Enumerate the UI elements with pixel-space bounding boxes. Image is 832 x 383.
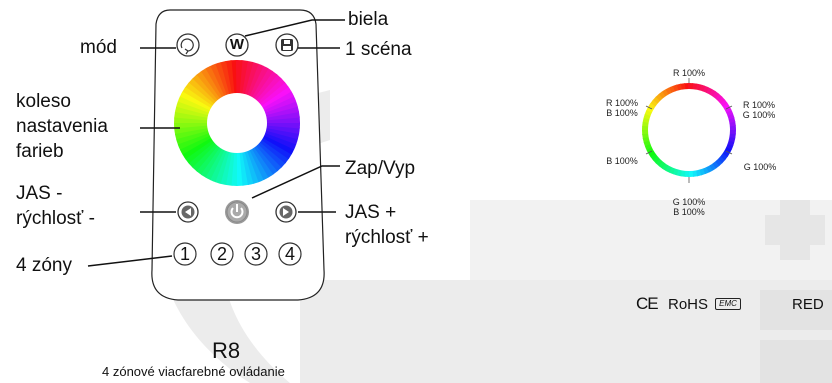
onoff-label: Zap/Vyp	[345, 158, 416, 179]
zone-3-button[interactable]	[244, 242, 268, 266]
zone-4-label: 4	[284, 244, 295, 264]
ring-label-top: R 100%	[672, 68, 706, 78]
white-button[interactable]	[225, 33, 249, 57]
mode-label: mód	[80, 37, 117, 58]
emc-mark-text: EMC	[719, 299, 737, 308]
jas-plus-label-line2: rýchlosť +	[345, 227, 429, 248]
brightness-up-button[interactable]	[275, 201, 297, 223]
ring-label-upper-right-2: G 100%	[742, 110, 776, 120]
zone-3-label: 3	[250, 244, 261, 264]
leader-lines	[87, 19, 345, 267]
brightness-down-button[interactable]	[177, 201, 199, 223]
mode-button[interactable]	[176, 33, 200, 57]
zone-2-button[interactable]	[210, 242, 234, 266]
scene-label: 1 scéna	[345, 39, 412, 60]
power-button[interactable]	[225, 200, 249, 224]
model-name: R8	[212, 338, 241, 363]
jas-minus-label-line1: JAS -	[16, 183, 63, 204]
zones-label: 4 zóny	[16, 255, 72, 276]
zone-1-label: 1	[179, 244, 190, 264]
jas-plus-label-line1: JAS +	[345, 202, 397, 223]
ring-label-upper-left-2: B 100%	[606, 108, 638, 118]
color-ring-diagram	[642, 78, 736, 183]
power-icon	[230, 207, 244, 219]
ring-label-upper-left-1: R 100%	[605, 98, 639, 108]
zone-1-button[interactable]	[173, 242, 197, 266]
wheel-label-line3: farieb	[16, 141, 64, 162]
zone-2-label: 2	[216, 244, 227, 264]
cycle-icon	[180, 38, 194, 55]
ring-label-upper-right-1: R 100%	[742, 100, 776, 110]
triangle-left-icon	[185, 208, 191, 216]
ring-label-left: B 100%	[606, 156, 638, 166]
ring-label-bottom-1: G 100%	[672, 197, 706, 207]
scene-button[interactable]	[275, 33, 299, 57]
red-mark: RED	[792, 296, 824, 313]
ce-mark: CE	[636, 294, 659, 313]
model-description: 4 zónové viacfarebné ovládanie	[102, 364, 285, 379]
ring-label-bottom-2: B 100%	[673, 207, 705, 217]
rohs-mark: RoHS	[668, 296, 709, 313]
triangle-right-icon	[283, 208, 289, 216]
emc-mark: EMC	[715, 298, 741, 310]
jas-minus-label-line2: rýchlosť -	[16, 208, 95, 229]
ring-label-right: G 100%	[743, 162, 777, 172]
white-button-label: W	[229, 36, 245, 53]
wheel-label-line1: koleso	[16, 91, 71, 112]
zone-4-button[interactable]	[278, 242, 302, 266]
white-label: biela	[348, 9, 389, 30]
wheel-label-line2: nastavenia	[16, 116, 108, 137]
